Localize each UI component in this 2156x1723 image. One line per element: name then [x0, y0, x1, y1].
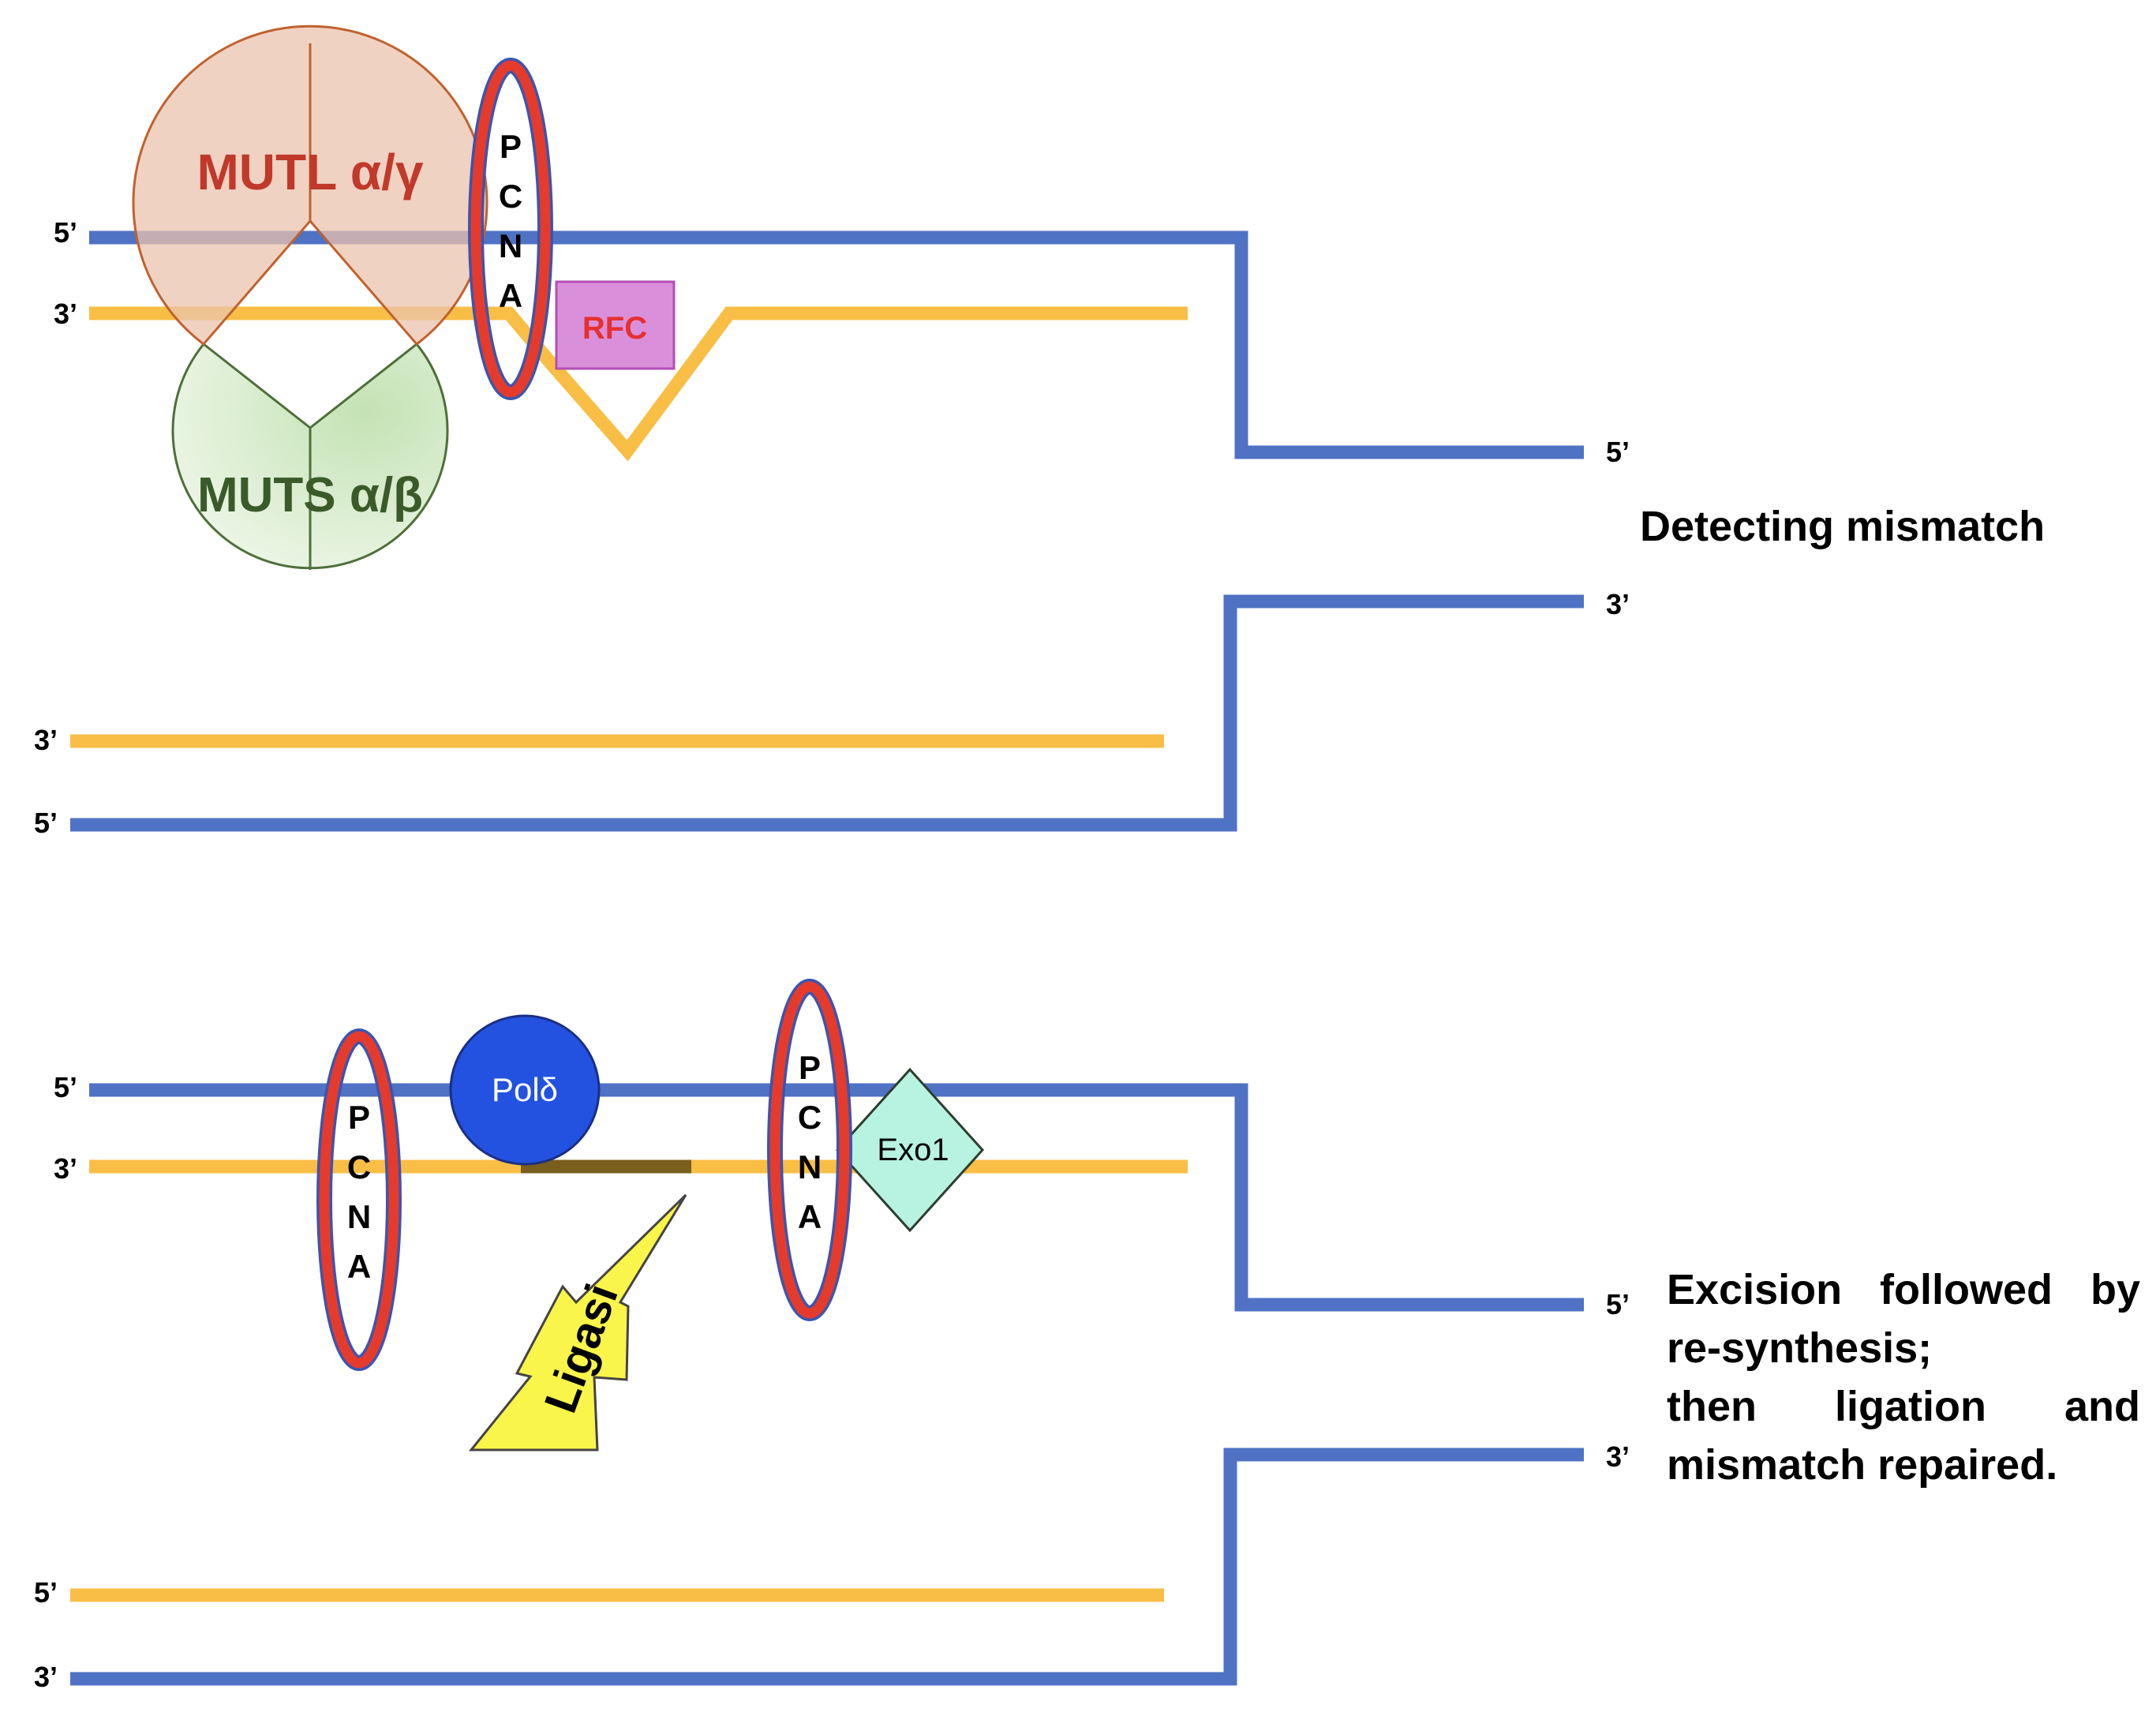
- bottom-upper-blue-strand: [89, 1083, 1584, 1312]
- caption-excision-repair: Excision followed by re-synthesis; then …: [1667, 1260, 2140, 1494]
- pcna-letter: P: [500, 128, 522, 165]
- pcna-letter: P: [799, 1049, 821, 1086]
- end-label-5prime: 5’: [54, 1071, 77, 1103]
- pcna-letter: A: [499, 277, 522, 314]
- ligase-bolt: Ligasi: [468, 1193, 687, 1451]
- polymerase-delta: Polδ: [449, 1014, 601, 1166]
- end-label-3prime: 3’: [34, 724, 58, 756]
- caption-line: Excision followed by: [1667, 1266, 2140, 1313]
- rfc-label: RFC: [582, 311, 647, 346]
- rfc-clamp-loader: RFC: [555, 280, 676, 370]
- pol-label: Polδ: [492, 1071, 558, 1108]
- end-label-5prime: 5’: [54, 216, 77, 249]
- pcna-ring-top: P C N A: [468, 58, 553, 400]
- end-label-3prime: 3’: [54, 1152, 77, 1185]
- caption-line: re-synthesis;: [1667, 1324, 1933, 1372]
- end-label-5prime: 5’: [34, 1576, 58, 1609]
- end-label-5prime: 5’: [1606, 1288, 1630, 1320]
- mutl-label: MUTL α/γ: [197, 144, 423, 200]
- pcna-letter: C: [347, 1148, 371, 1185]
- caption-line: mismatch repaired.: [1667, 1441, 2058, 1489]
- pcna-letter: C: [499, 178, 522, 215]
- pcna-letter: N: [499, 227, 522, 264]
- end-label-5prime: 5’: [34, 807, 58, 839]
- top-upper-blue-strand: [89, 230, 1584, 459]
- pcna-letter: A: [798, 1198, 822, 1235]
- pcna-ring-right: P C N A: [767, 979, 852, 1321]
- muts-label: MUTS α/β: [197, 468, 423, 523]
- pcna-letter: N: [798, 1148, 822, 1185]
- bottom-panel: Polδ Exo1 Ligasi P C N A P C N A: [34, 979, 1630, 1693]
- top-panel: MUTL α/γ MUTS α/β RFC P C N A 5’ 3’ 3’ 5…: [34, 24, 1630, 839]
- end-label-3prime: 3’: [54, 298, 77, 330]
- end-label-3prime: 3’: [1606, 588, 1630, 620]
- end-label-5prime: 5’: [1606, 436, 1630, 468]
- pcna-letter: C: [798, 1099, 822, 1136]
- caption-detecting-mismatch: Detecting mismatch: [1640, 503, 2046, 550]
- pcna-letter: N: [347, 1198, 371, 1235]
- muts-complex: [171, 342, 449, 570]
- exo-label: Exo1: [877, 1133, 949, 1167]
- pcna-letter: P: [348, 1099, 370, 1136]
- pcna-letter: A: [347, 1248, 371, 1285]
- mutl-complex: [132, 24, 488, 346]
- end-label-3prime: 3’: [1606, 1440, 1630, 1473]
- end-label-3prime: 3’: [34, 1661, 58, 1693]
- caption-line: then ligation and: [1667, 1383, 2140, 1430]
- top-lower-blue-strand: [70, 594, 1584, 832]
- pcna-ring-left: P C N A: [316, 1028, 402, 1371]
- exo1-nuclease: Exo1: [835, 1067, 985, 1233]
- bottom-lower-blue-strand: [70, 1448, 1584, 1686]
